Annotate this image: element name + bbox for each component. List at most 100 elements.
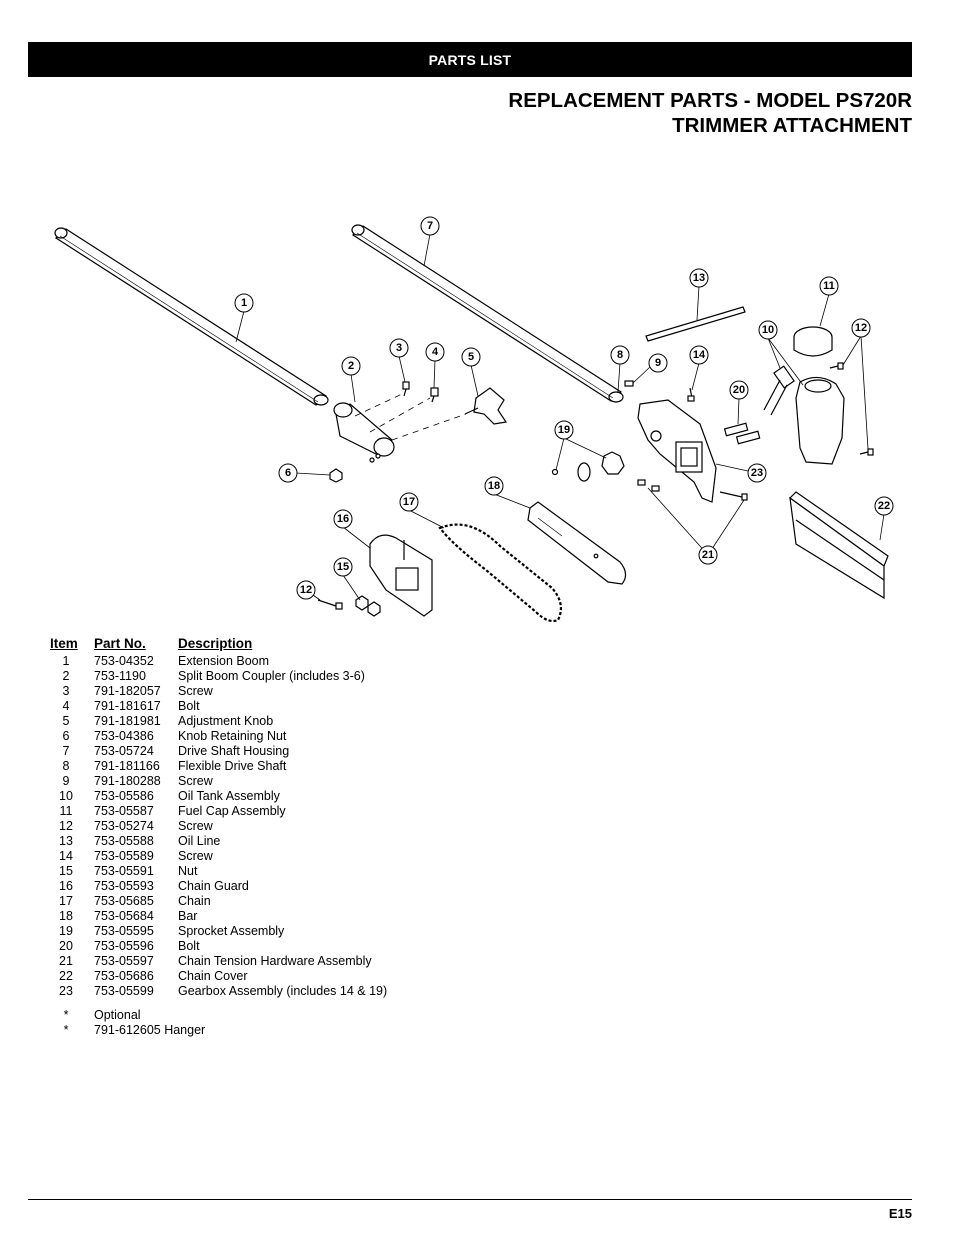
row-item: 20 [59,939,73,953]
header-part-no: Part No. [94,636,146,651]
callout-18: 18 [484,476,504,496]
row-description: Sprocket Assembly [178,924,285,938]
row-part-no: 753-05274 [94,819,154,833]
extension-boom-drawing [54,227,329,406]
callout-6: 6 [278,463,298,483]
callout-19: 19 [554,420,574,440]
row-part-no: 753-05595 [94,924,154,938]
svg-text:4: 4 [432,346,439,358]
svg-text:15: 15 [337,561,349,573]
row-description: Nut [178,864,198,878]
row-description: Fuel Cap Assembly [178,804,286,818]
svg-text:11: 11 [823,280,835,292]
callout-23: 23 [747,463,767,483]
row-item: 4 [62,699,70,713]
svg-text:21: 21 [702,549,714,561]
table-row: 19 753-05595 Sprocket Assembly [50,924,387,939]
oil-line-drawing [645,306,746,342]
callout-5: 5 [461,347,481,367]
svg-text:22: 22 [878,500,890,512]
svg-text:9: 9 [655,357,661,369]
row-item: 10 [59,789,73,803]
parts-list-header: Item Part No. Description [50,636,387,653]
row-part-no: 753-05593 [94,879,154,893]
row-item: 12 [59,819,73,833]
svg-text:17: 17 [403,496,415,508]
row-part-no: 753-05586 [94,789,154,803]
fuel-cap-drawing [793,326,833,357]
split-boom-coupler-drawing [333,402,395,463]
callout-3: 3 [389,338,409,358]
row-item: 6 [62,729,70,743]
row-item: 11 [59,804,73,818]
row-part-no: 753-05686 [94,969,154,983]
nut-15-drawing [355,595,381,617]
knob-nut-drawing [329,468,343,483]
callout-11: 11 [819,276,839,296]
row-item: 3 [62,684,70,698]
svg-text:19: 19 [558,424,570,436]
note-text: Optional [94,1008,141,1022]
row-description: Chain Guard [178,879,249,893]
callout-22: 22 [874,496,894,516]
screw-12-left-drawing [317,599,343,610]
row-description: Screw [178,774,213,788]
row-part-no: 753-04352 [94,654,154,668]
row-part-no: 791-181617 [94,699,161,713]
screw-12-upper-drawing [829,362,844,370]
section-title: PARTS LIST [428,51,512,68]
table-row: 4 791-181617 Bolt [50,699,387,714]
title-line-2: TRIMMER ATTACHMENT [672,114,912,137]
callout-15: 15 [333,557,353,577]
callout-10: 10 [758,320,778,340]
row-description: Knob Retaining Nut [178,729,287,743]
page-number: E15 [888,1206,912,1221]
row-part-no: 753-05685 [94,894,154,908]
svg-text:7: 7 [427,220,433,232]
row-description: Screw [178,684,213,698]
callout-1: 1 [234,293,254,313]
table-row: 16 753-05593 Chain Guard [50,879,387,894]
screw-14-drawing [687,387,695,402]
note-mark: * [63,1023,69,1037]
row-part-no: 753-05589 [94,849,154,863]
svg-text:20: 20 [733,384,745,396]
row-item: 16 [59,879,73,893]
sprocket-drawing [551,451,625,482]
row-part-no: 753-1190 [94,669,146,683]
screw-12-lower-drawing [859,448,874,456]
row-description: Screw [178,849,213,863]
row-item: 19 [59,924,73,938]
svg-text:16: 16 [337,513,349,525]
row-description: Chain [178,894,211,908]
callout-17: 17 [399,492,419,512]
row-item: 21 [59,954,73,968]
svg-text:6: 6 [285,467,291,479]
callout-13: 13 [689,268,709,288]
note-mark: * [63,1008,69,1022]
callout-12-left: 12 [296,580,316,600]
row-description: Gearbox Assembly (includes 14 & 19) [178,984,388,998]
note-row: *791-612605 Hanger [50,1023,387,1038]
header-description: Description [178,636,253,651]
row-description: Bolt [178,699,200,713]
row-item: 22 [59,969,73,983]
row-part-no: 753-05591 [94,864,154,878]
row-item: 8 [62,759,70,773]
row-part-no: 753-05684 [94,909,154,923]
callout-12-right: 12 [851,318,871,338]
row-item: 18 [59,909,73,923]
screw-9-drawing [624,380,634,387]
